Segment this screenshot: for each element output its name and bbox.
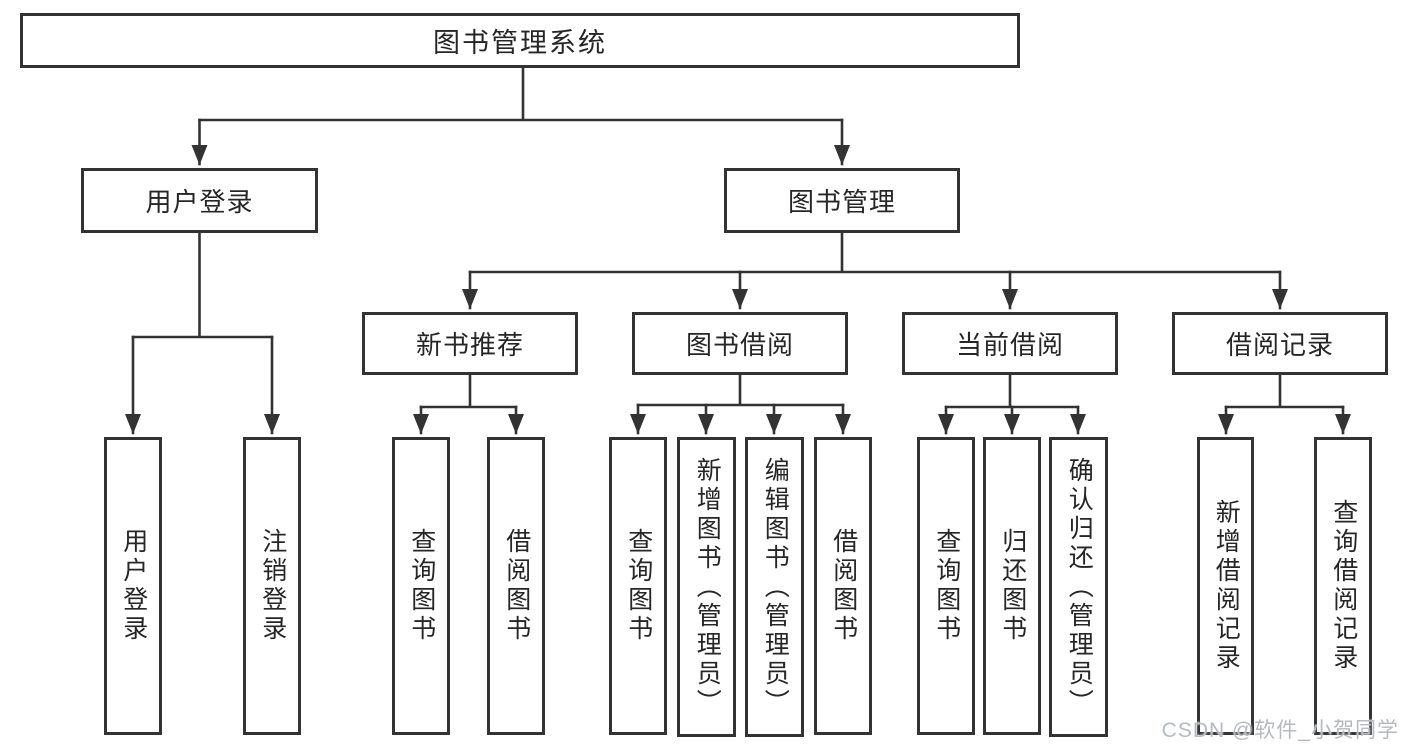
leaf-borrow-edit-books-admin: 编辑图书（管理员） [745, 437, 804, 737]
connector-book-mgmt [462, 230, 1288, 310]
connector-root [191, 66, 850, 166]
leaf-current-query-books: 查询图书 [917, 437, 975, 735]
leaf-current-return-books: 归还图书 [983, 437, 1041, 735]
node-user-login: 用户登录 [81, 168, 318, 233]
csdn-watermark: CSDN @软件_小贺同学 [1161, 719, 1399, 742]
leaf-logout: 注销登录 [243, 437, 301, 735]
leaf-borrow-add-books-admin: 新增图书（管理员） [677, 437, 736, 737]
leaf-borrow-query-books: 查询图书 [609, 437, 667, 735]
leaf-recommend-query-books: 查询图书 [392, 437, 450, 735]
leaf-records-add-record: 新增借阅记录 [1197, 437, 1254, 735]
connector-user-login [125, 230, 280, 435]
node-root-system: 图书管理系统 [20, 13, 1020, 68]
connector-recommend [413, 373, 524, 435]
leaf-recommend-borrow-books: 借阅图书 [487, 437, 545, 735]
leaf-records-query-record: 查询借阅记录 [1314, 437, 1372, 735]
node-current-borrow: 当前借阅 [902, 312, 1118, 375]
node-borrow-records: 借阅记录 [1172, 312, 1388, 375]
node-new-book-rec: 新书推荐 [362, 312, 578, 375]
connector-borrow [630, 373, 851, 435]
leaf-current-confirm-return-admin: 确认归还（管理员） [1049, 437, 1108, 737]
node-book-mgmt: 图书管理 [724, 168, 960, 233]
node-book-borrow: 图书借阅 [632, 312, 848, 375]
connector-records [1218, 373, 1351, 435]
leaf-borrow-borrow-books: 借阅图书 [814, 437, 872, 735]
connector-current [938, 373, 1086, 435]
leaf-user-login: 用户登录 [104, 437, 162, 735]
